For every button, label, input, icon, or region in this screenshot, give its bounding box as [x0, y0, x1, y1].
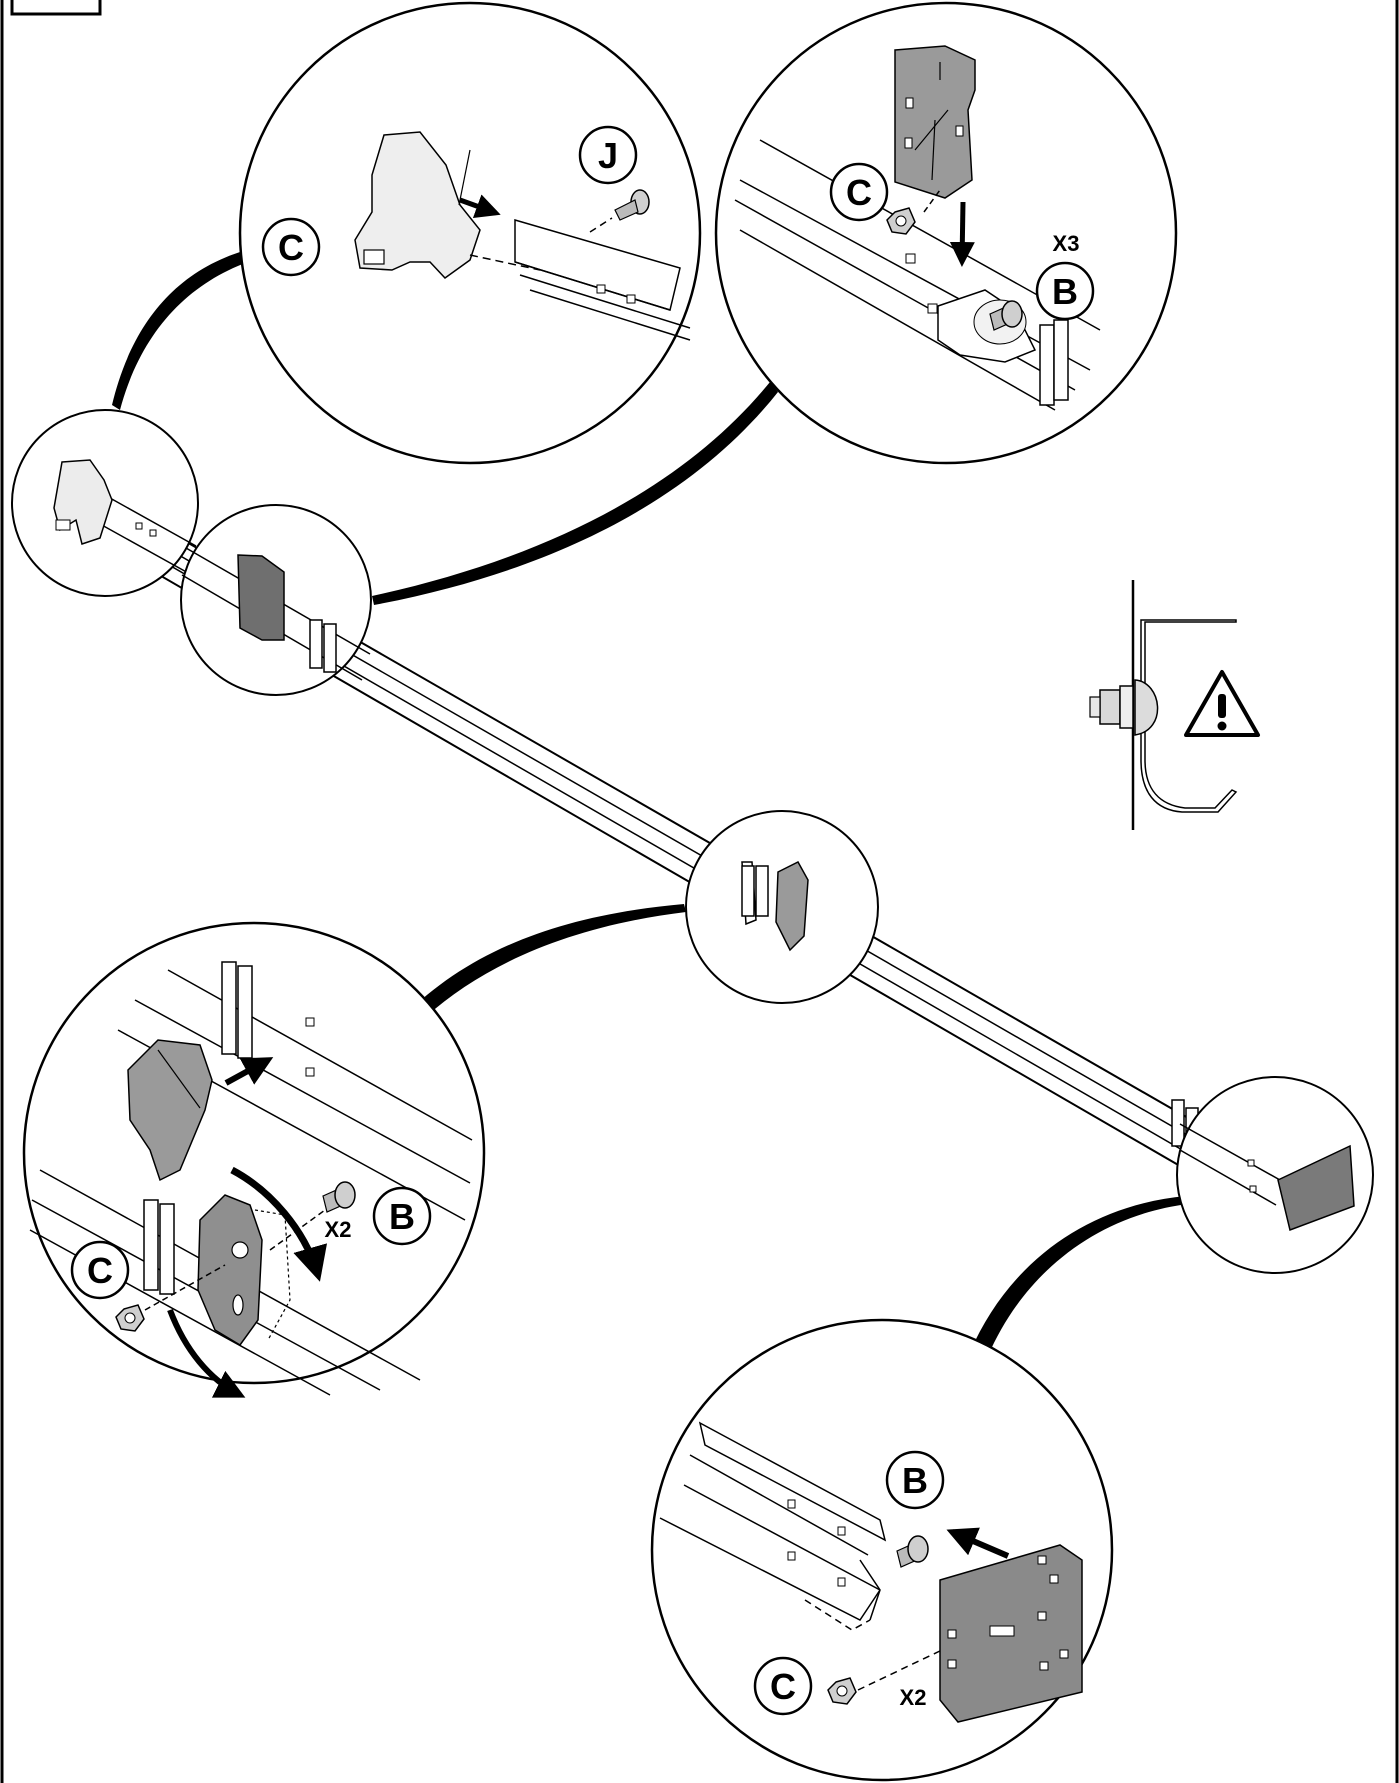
step-number-box	[10, 0, 102, 16]
bolt-b-top	[989, 300, 1023, 331]
callout-connector-j	[112, 252, 248, 410]
svg-text:C: C	[770, 1666, 796, 1707]
part-label-c-top-right: C	[829, 162, 889, 222]
nut-c-top	[886, 207, 916, 235]
detail-circle-bracket-top	[180, 504, 372, 696]
nut-c-mid	[115, 1304, 145, 1332]
part-label-b-mid: B	[372, 1186, 432, 1246]
warning-detail	[1089, 580, 1260, 830]
quantity-label-x2-mid: X2	[325, 1217, 352, 1242]
detail-circle-bracket-mid	[685, 810, 879, 1004]
svg-text:C: C	[87, 1250, 113, 1291]
svg-text:B: B	[1052, 271, 1078, 312]
bolt-b-bottom	[896, 1535, 929, 1568]
svg-text:B: B	[389, 1196, 415, 1237]
bolt-b-mid	[322, 1181, 356, 1213]
quantity-label-x2-bottom: X2	[900, 1685, 927, 1710]
detail-corner-bracket	[650, 1318, 1114, 1782]
part-label-c-top-left: C	[261, 217, 321, 277]
bolt-j	[614, 189, 650, 221]
svg-text:J: J	[598, 135, 618, 176]
detail-circle-end-cap	[11, 409, 199, 597]
detail-bracket-top	[714, 1, 1178, 465]
nut-c-bottom	[827, 1677, 857, 1705]
part-label-c-mid: C	[70, 1240, 130, 1300]
callout-connector-bracket-mid	[404, 904, 686, 1024]
warning-triangle-icon	[1184, 670, 1260, 737]
detail-circle-corner	[1176, 1076, 1374, 1274]
part-label-j: J	[578, 125, 638, 185]
quantity-label-x3: X3	[1053, 231, 1080, 256]
svg-text:C: C	[846, 172, 872, 213]
callout-connector-corner	[970, 1196, 1188, 1356]
part-label-b-bottom: B	[885, 1450, 945, 1510]
part-label-c-bottom: C	[753, 1656, 813, 1716]
svg-text:B: B	[902, 1460, 928, 1501]
detail-j-end-cap	[238, 1, 702, 465]
detail-bracket-mid	[22, 921, 486, 1398]
part-label-b-top: B	[1035, 261, 1095, 321]
svg-text:C: C	[278, 227, 304, 268]
